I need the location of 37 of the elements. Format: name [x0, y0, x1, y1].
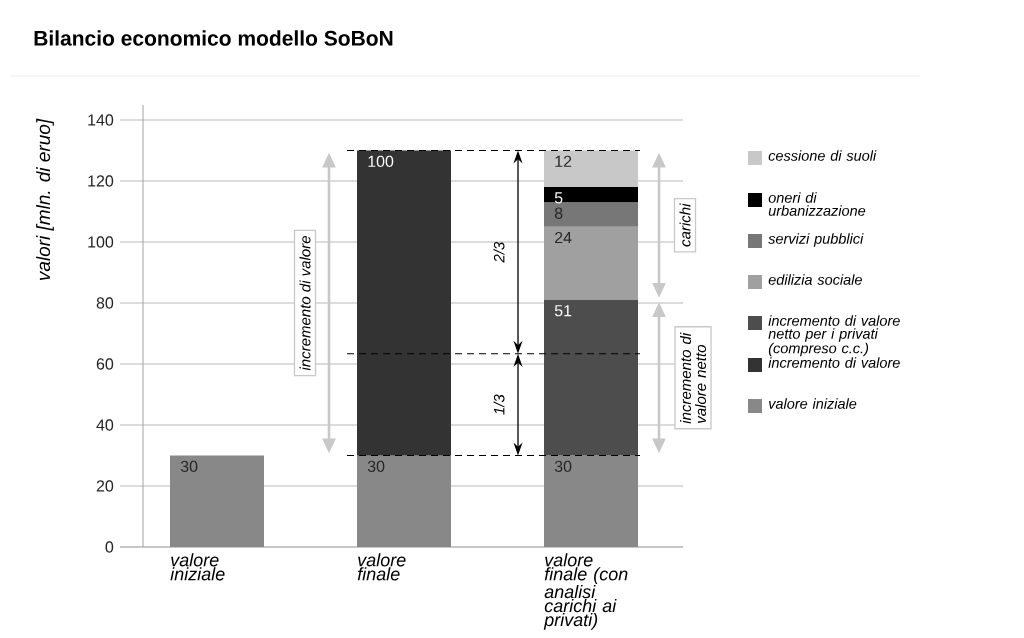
- value-label: 100: [368, 155, 394, 168]
- category-label: valore finale: [357, 553, 406, 581]
- legend-label: oneri di urbanizzazione: [768, 192, 866, 216]
- value-label: 12: [555, 155, 572, 167]
- legend-label: incremento di valore netto per i privati (compreso c.c.): [768, 315, 900, 357]
- legend-label: servizi pubblici: [768, 233, 864, 247]
- tick-label: 60: [96, 358, 114, 370]
- annotation-label: 1/3: [493, 394, 505, 415]
- value-label: 8: [554, 207, 563, 219]
- legend-label: edilizia sociale: [768, 274, 862, 285]
- chart-title: Bilancio economico modello SoBoN: [34, 30, 393, 46]
- label: incremento di valore: [299, 236, 311, 371]
- legend-label: cessione di suoli: [768, 150, 877, 161]
- annotation-label: incremento di valore: [293, 229, 317, 377]
- tick-label: 80: [96, 297, 114, 309]
- value-label: 30: [367, 460, 385, 473]
- tick-label: 120: [88, 175, 114, 187]
- tick-label: 140: [88, 114, 114, 126]
- tick-label: 0: [105, 541, 114, 553]
- label: incremento di valore netto: [680, 332, 707, 424]
- legend-label: incremento di valore: [768, 357, 900, 368]
- value-label: 5: [554, 192, 563, 204]
- value-label: 30: [554, 460, 572, 473]
- axis-title: valori [mln. di eruo]: [36, 118, 54, 281]
- tick-label: 100: [88, 236, 114, 248]
- annotation-label: carichi: [673, 197, 697, 253]
- tick-label: 40: [96, 419, 114, 431]
- annotation-label: 2/3: [493, 241, 505, 263]
- value-label: 51: [554, 305, 572, 317]
- label: carichi: [679, 203, 691, 247]
- category-label: valore finale (con analisi carichi ai privati): [543, 553, 628, 630]
- value-label: 30: [180, 460, 198, 473]
- category-label: valore iniziale: [170, 553, 225, 581]
- value-label: 24: [555, 231, 572, 244]
- tick-label: 20: [96, 480, 114, 492]
- annotation-label: incremento di valore netto: [674, 326, 712, 430]
- legend-label: valore iniziale: [769, 398, 857, 409]
